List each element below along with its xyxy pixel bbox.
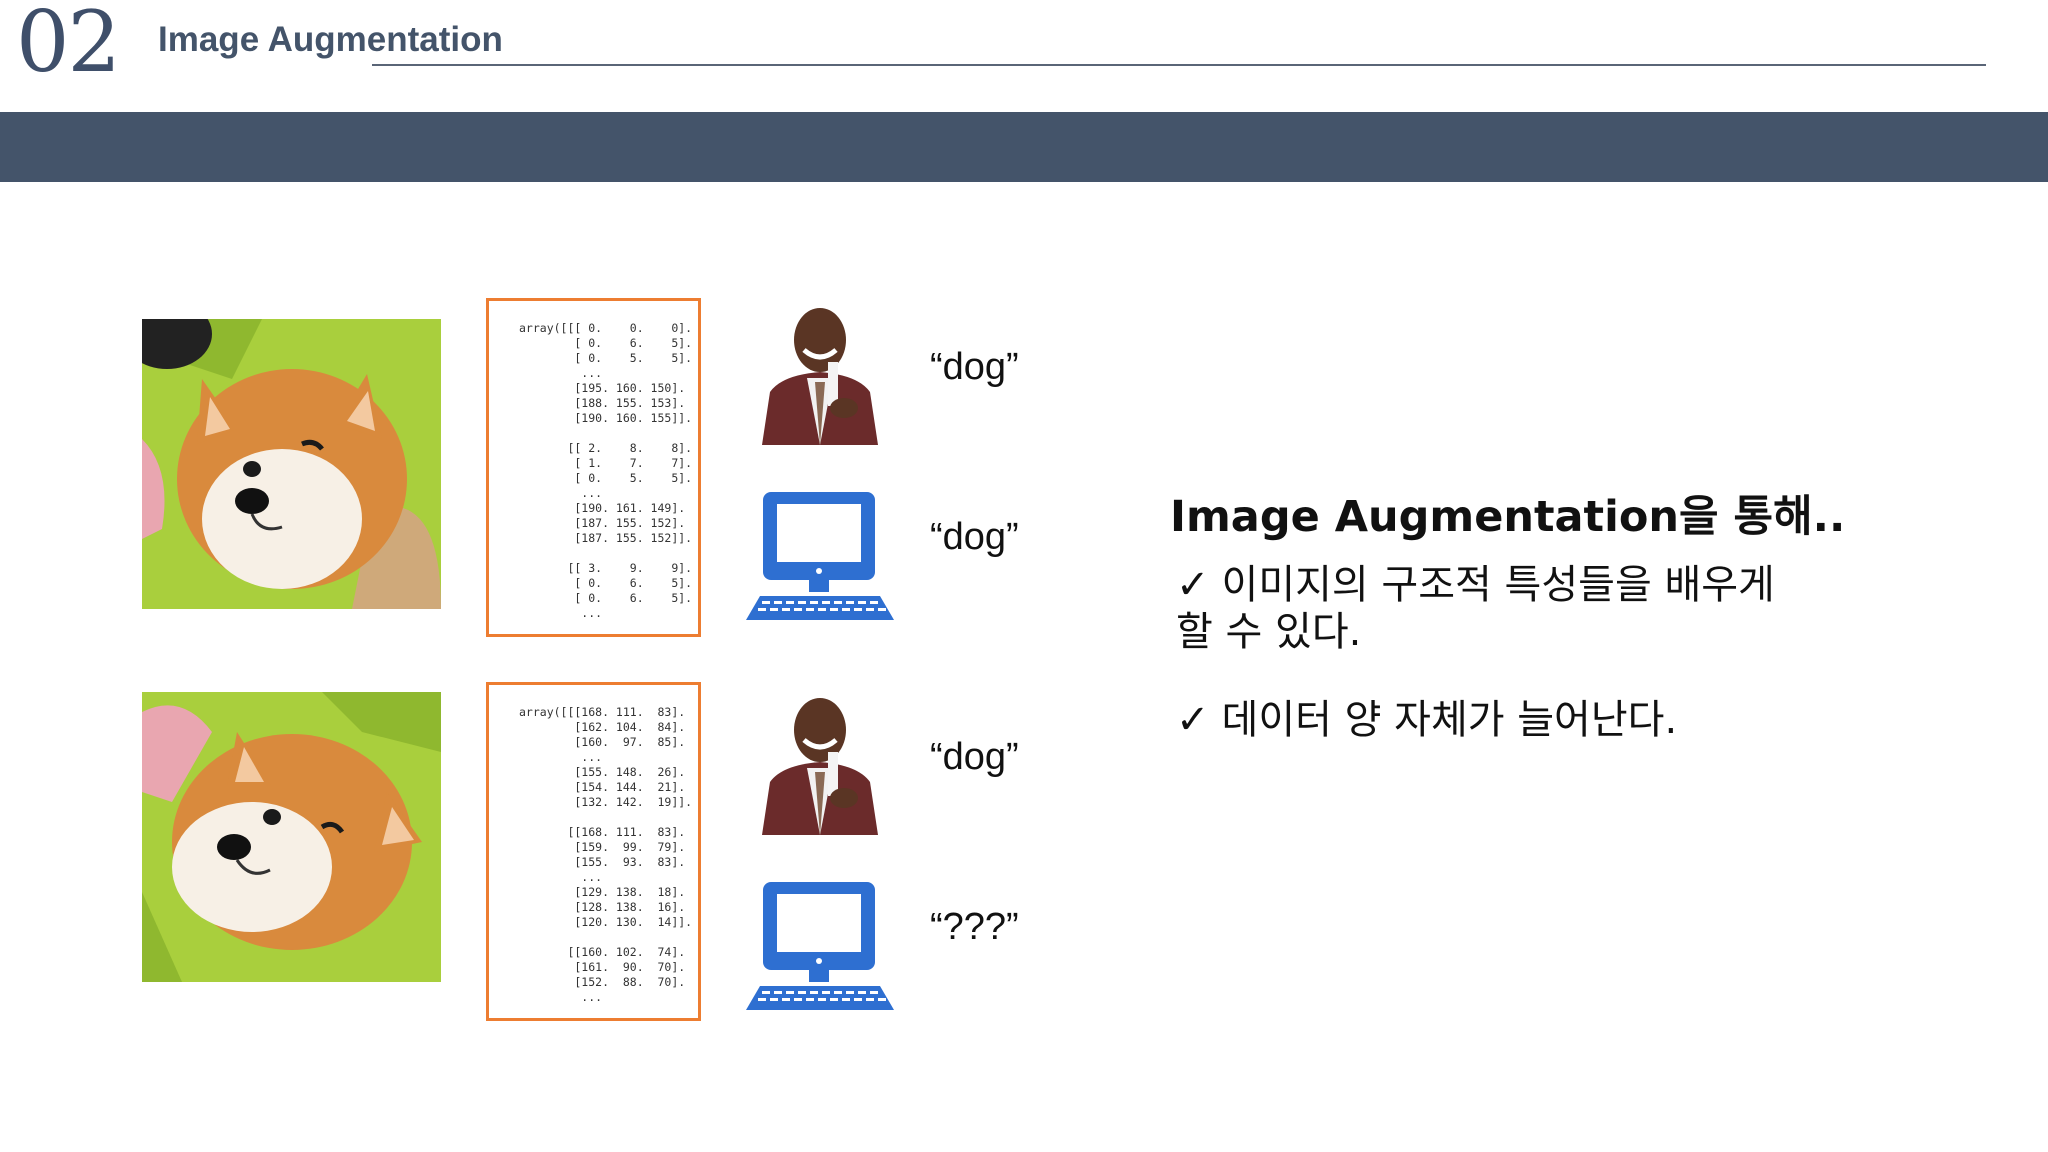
- slide-number: 02: [16, 0, 121, 91]
- bullet-text: 이미지의 구조적 특성들을 배우게 할 수 있다.: [1176, 562, 1775, 655]
- augmentation-heading: Image Augmentation을 통해..: [1170, 492, 1846, 542]
- bullet-text: 데이터 양 자체가 늘어난다.: [1221, 697, 1678, 743]
- dog-photo-augmented: [142, 692, 441, 982]
- check-icon: ✓: [1176, 562, 1210, 608]
- bullet-item: ✓데이터 양 자체가 늘어난다.: [1176, 697, 1816, 744]
- human-prediction-label: “dog”: [930, 736, 1019, 778]
- title-divider: [372, 64, 1986, 66]
- pixel-array-original: array([[[ 0. 0. 0]. [ 0. 6. 5]. [ 0. 5. …: [486, 298, 701, 637]
- computer-icon: [746, 874, 894, 1010]
- computer-icon: [746, 484, 894, 620]
- bullet-item: ✓이미지의 구조적 특성들을 배우게 할 수 있다.: [1176, 562, 1816, 656]
- computer-prediction-label: “???”: [930, 906, 1019, 948]
- person-icon: [752, 300, 890, 445]
- human-prediction-label: “dog”: [930, 346, 1019, 388]
- person-icon: [752, 690, 890, 835]
- check-icon: ✓: [1176, 697, 1210, 743]
- header-band: [0, 112, 2048, 182]
- slide-title: Image Augmentation: [158, 20, 503, 59]
- dog-photo-original: [142, 319, 441, 609]
- pixel-array-text: array([[[168. 111. 83]. [162. 104. 84]. …: [519, 705, 693, 1004]
- computer-prediction-label: “dog”: [930, 516, 1019, 558]
- pixel-array-augmented: array([[[168. 111. 83]. [162. 104. 84]. …: [486, 682, 701, 1021]
- pixel-array-text: array([[[ 0. 0. 0]. [ 0. 6. 5]. [ 0. 5. …: [519, 321, 693, 620]
